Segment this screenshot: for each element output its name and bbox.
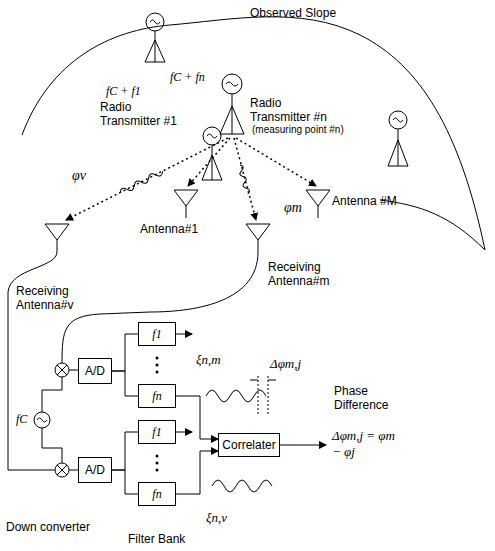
node-text: A/D [85,463,105,477]
receiving-antenna [45,224,69,252]
filter-box: fn [138,384,176,408]
antenna-cable [62,252,258,363]
output-arrow [176,432,192,433]
radio-transmitter [202,127,222,180]
ad-converter: A/D [78,457,112,483]
frequency-label: fC + f1 [106,84,141,98]
radio-transmitter [145,13,165,62]
signal-wave [212,480,272,492]
block-label: Filter Bank [128,532,185,546]
radio-transmitter [220,74,244,134]
ellipsis-dots [156,357,159,472]
antenna-label: Receiving Antenna#v [16,284,90,313]
signal-connector [112,334,138,371]
signal-wave [206,390,266,402]
output-arrow [279,445,326,446]
filter-box: f1 [138,420,176,444]
wire [69,370,78,470]
equation-label: Δφm,j = φm − φj [332,428,402,459]
antenna-label: Antenna #M [332,194,397,208]
region-label: Observed Slope [250,6,336,20]
node-text: f1 [152,425,161,440]
ad-converter: A/D [78,358,112,384]
antenna-label: Antenna#1 [140,222,198,236]
node-text: Correlater [222,438,275,452]
filter-box: f1 [138,322,176,346]
frequency-label: fC [16,412,27,426]
node-text: f1 [152,327,161,342]
wave-packet [119,164,251,195]
phase-marker [250,380,276,381]
slope-outline [22,17,485,250]
transmitter-label: Radio Transmitter #1 [100,100,192,129]
antenna-label: Receiving Antenna#m [268,260,348,289]
signal-label: ξn,v [206,510,227,526]
block-label: Down converter [6,520,90,534]
phase-label: φm [284,200,302,217]
mixer-symbol [55,363,69,377]
transmitter-note: (measuring point #n) [252,124,344,136]
phase-label: Δφm,j [270,356,301,372]
radio-transmitter [388,111,408,166]
signal-connector [112,470,138,494]
signal-connector [176,396,218,439]
output-label: Phase Difference [334,384,404,413]
signal-connector [112,432,138,470]
frequency-label: fC + fn [170,70,205,84]
mixer-symbol [55,463,69,477]
node-text: fn [152,389,161,404]
node-text: A/D [85,364,105,378]
correlator-box: Correlater [218,433,280,457]
receiving-antenna [306,190,330,218]
receiving-antenna [174,190,198,218]
phase-marker [258,376,268,414]
radio-path [66,138,316,220]
filter-box: fn [138,482,176,506]
phase-label: φv [72,168,86,185]
node-text: fn [152,487,161,502]
signal-connector [176,451,218,494]
output-arrow [176,334,192,335]
transmitter-label: Radio Transmitter #n [250,96,340,125]
receiving-antenna [246,224,270,252]
signal-label: ξn,m [196,352,221,368]
local-oscillator [34,377,62,463]
signal-connector [112,371,138,396]
